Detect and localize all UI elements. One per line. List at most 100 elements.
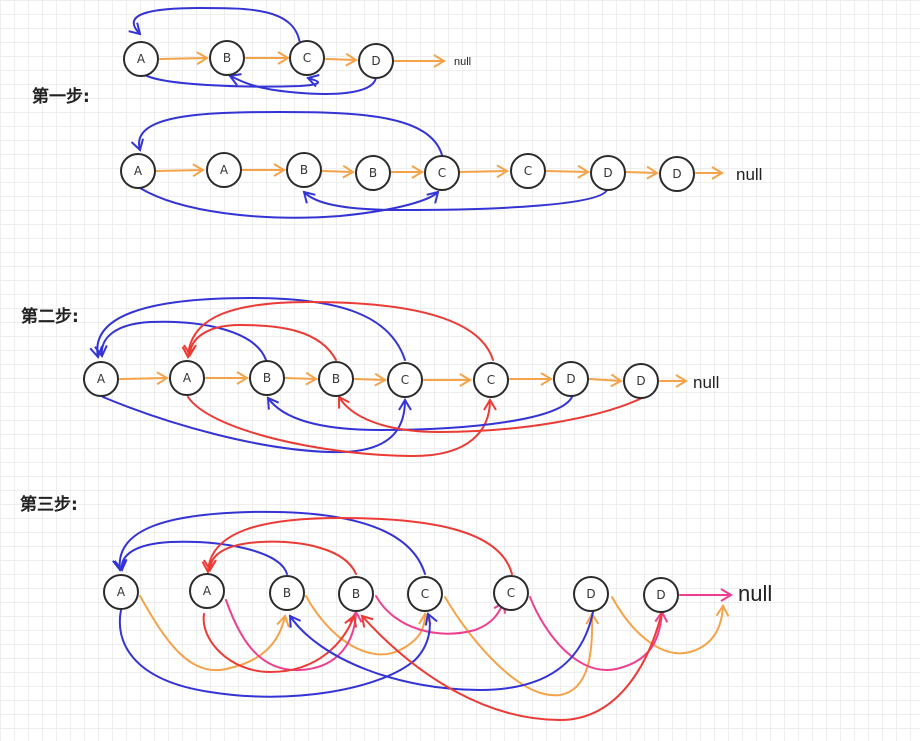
- node-circle: [355, 155, 391, 191]
- next-pointer: [354, 372, 387, 387]
- step3-label: 第三步:: [20, 494, 78, 515]
- next-b-copy-to-c-copy: [375, 595, 506, 635]
- node-a: A: [103, 574, 139, 610]
- next-a-b: [159, 51, 209, 66]
- next-pointer: [321, 164, 355, 179]
- node-circle: [643, 577, 679, 613]
- node-label: C: [303, 51, 311, 65]
- node-orig-a: A: [123, 41, 159, 77]
- node-orig-c: C: [289, 40, 325, 76]
- next-pointers-restored: [139, 588, 733, 697]
- node-circle: [493, 575, 529, 611]
- node-circle: [286, 152, 322, 188]
- node-circle: [289, 40, 325, 76]
- random-a-copy-to-c-copy: [187, 396, 497, 458]
- node-label: B: [369, 166, 377, 180]
- random-a-to-c: [118, 609, 438, 698]
- node-a-copy: A: [206, 152, 242, 188]
- next-c-d: [325, 52, 358, 67]
- random-pointers: [89, 297, 643, 458]
- random-a-copy-to-b-copy: [202, 613, 358, 673]
- node-circle: [169, 360, 205, 396]
- node-label: D: [603, 166, 612, 180]
- random-d-copy-to-b-copy: [360, 611, 663, 721]
- node-circle: [387, 362, 423, 398]
- random-c-copy-to-a-copy: [201, 517, 513, 575]
- node-label: C: [438, 166, 446, 180]
- random-d-to-b: [288, 611, 594, 691]
- node-orig-d: D: [358, 43, 394, 79]
- next-pointer: [625, 165, 659, 180]
- random-c-to-a: [89, 297, 406, 361]
- node-circle: [123, 41, 159, 77]
- random-pointers: [130, 111, 608, 219]
- node-label: B: [263, 371, 271, 385]
- next-pointer: [459, 164, 509, 179]
- random-a-to-c: [139, 187, 440, 219]
- random-pointers-bottom: [118, 609, 663, 721]
- next-a-copy-to-b-copy: [225, 599, 363, 672]
- random-d-to-b: [302, 189, 608, 211]
- node-circle: [338, 576, 374, 612]
- node-a-copy: A: [169, 360, 205, 396]
- random-c-to-a: [130, 111, 443, 156]
- node-label: C: [401, 373, 409, 387]
- step1-original-list: A B C D null: [123, 7, 471, 95]
- null-label: null: [454, 56, 471, 68]
- random-c-to-a: [128, 7, 301, 45]
- node-label: D: [371, 54, 380, 68]
- node-circle: [590, 155, 626, 191]
- random-b-copy-to-a-copy: [183, 324, 337, 361]
- step1-label: 第一步:: [32, 86, 90, 107]
- node-circle: [473, 362, 509, 398]
- next-b-to-c: [305, 595, 432, 656]
- node-orig-b: B: [209, 40, 245, 76]
- node-label: A: [183, 371, 192, 385]
- node-c-copy: C: [473, 362, 509, 398]
- node-d: D: [553, 361, 589, 397]
- node-label: B: [223, 51, 231, 65]
- node-label: D: [586, 587, 595, 601]
- null-label: null: [738, 581, 772, 606]
- next-pointers: [119, 371, 688, 388]
- next-d-to-null: [611, 596, 730, 655]
- next-pointer: [119, 371, 169, 386]
- random-a-to-c: [142, 73, 320, 88]
- node-b: B: [286, 152, 322, 188]
- node-circle: [553, 361, 589, 397]
- node-label: C: [524, 164, 532, 178]
- node-circle: [209, 40, 245, 76]
- node-a: A: [120, 153, 156, 189]
- node-b-copy: B: [338, 576, 374, 612]
- node-circle: [358, 43, 394, 79]
- node-b-copy: B: [355, 155, 391, 191]
- step1-interleaved-list: A A B B C C D D null: [120, 111, 762, 219]
- next-pointer: [284, 371, 318, 386]
- next-pointer: [155, 163, 205, 178]
- original-next-pointers: [159, 51, 446, 68]
- node-label: A: [134, 164, 143, 178]
- node-a: A: [83, 361, 119, 397]
- node-label: B: [283, 586, 291, 600]
- node-circle: [83, 361, 119, 397]
- node-label: A: [203, 584, 212, 598]
- node-circle: [189, 573, 225, 609]
- null-label: null: [736, 165, 762, 184]
- node-label: C: [487, 373, 495, 387]
- node-circle: [318, 361, 354, 397]
- next-pointers: [155, 163, 724, 180]
- random-d-to-b: [266, 396, 573, 431]
- node-label: B: [300, 163, 308, 177]
- node-label: B: [352, 587, 360, 601]
- random-a-to-c: [102, 396, 412, 454]
- next-pointer: [545, 164, 590, 179]
- node-b: B: [269, 575, 305, 611]
- null-label: null: [693, 373, 719, 392]
- next-a-to-b: [139, 595, 290, 671]
- node-circle: [424, 155, 460, 191]
- node-circle: [249, 360, 285, 396]
- node-label: C: [421, 587, 429, 601]
- node-a-copy: A: [189, 573, 225, 609]
- node-d-copy: D: [659, 156, 695, 192]
